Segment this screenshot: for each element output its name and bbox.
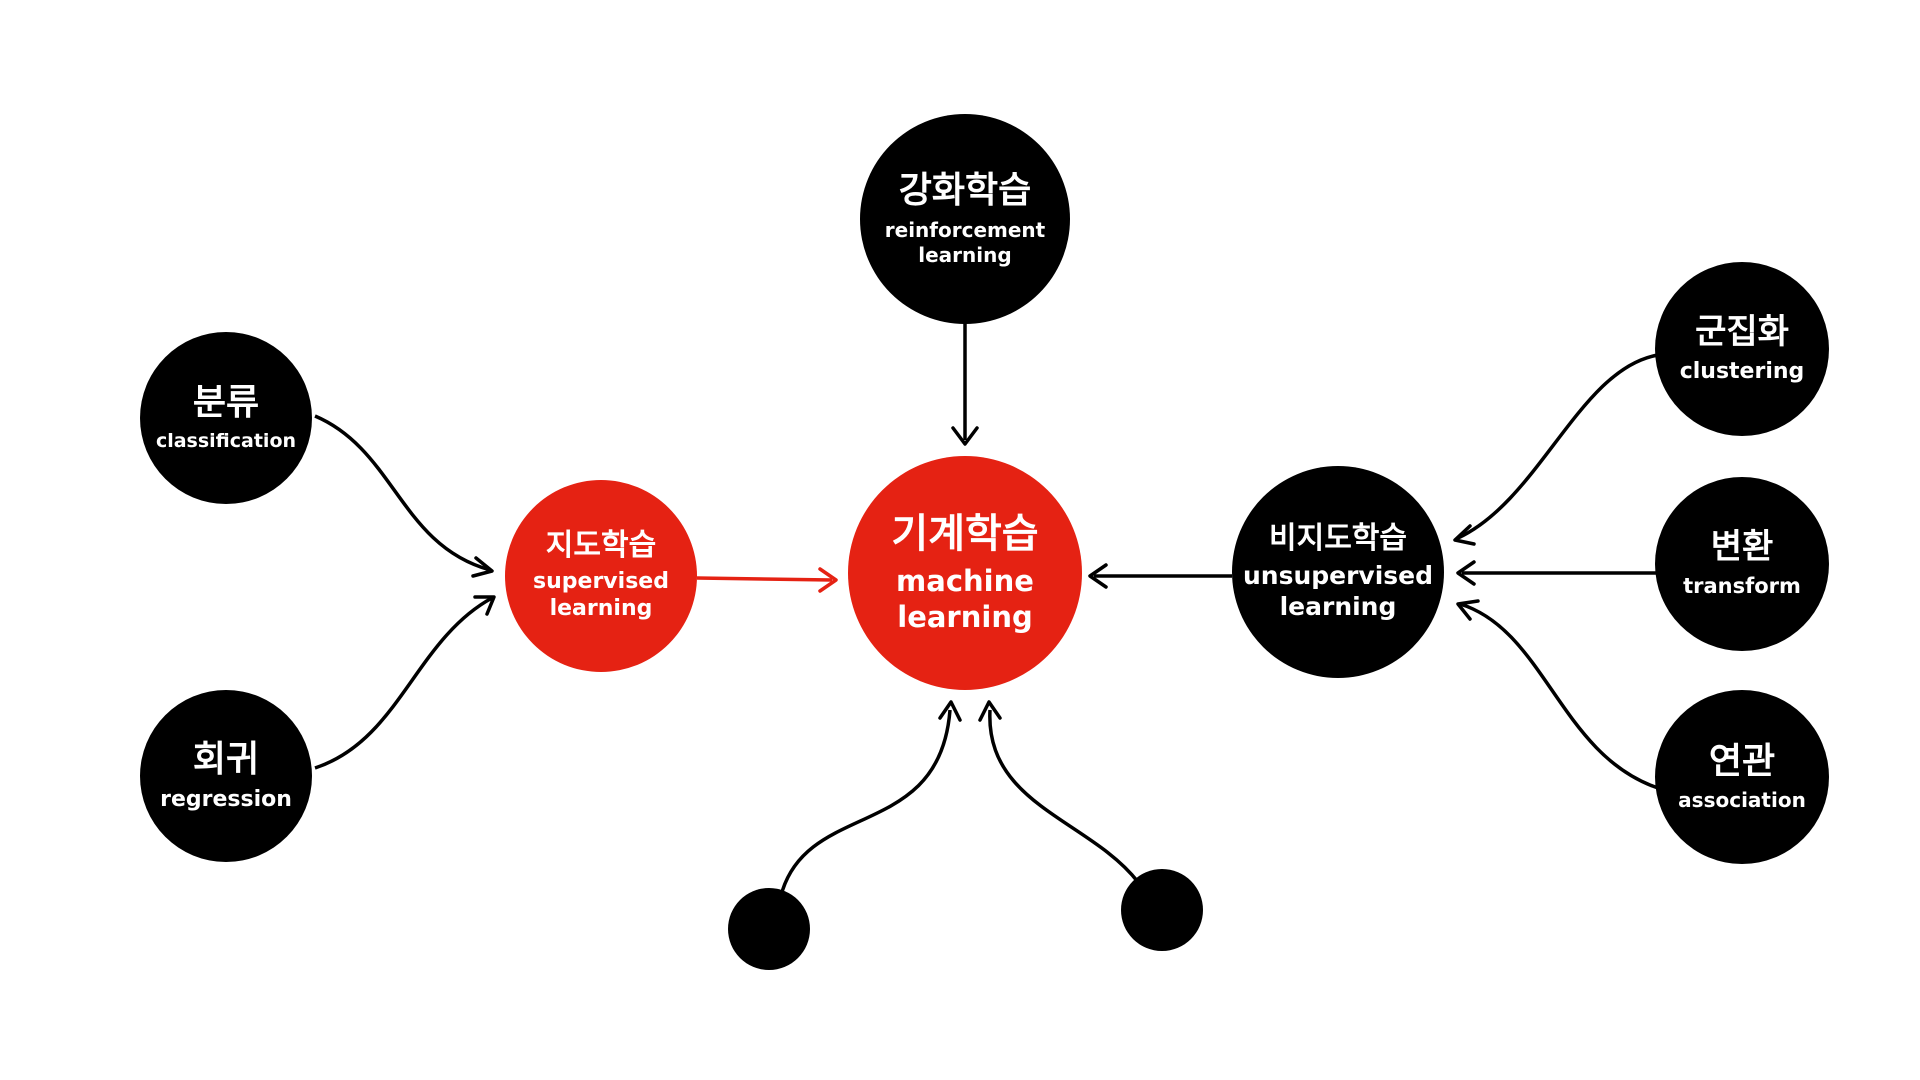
node-machine-learning-en: machine learning — [896, 563, 1034, 634]
node-reinforcement-ko: 강화학습 — [898, 170, 1032, 212]
node-classification: 분류 classification — [140, 332, 312, 504]
edge-bottom-right-to-ml — [978, 700, 1140, 884]
node-regression: 회귀 regression — [140, 690, 312, 862]
node-machine-learning: 기계학습 machine learning — [848, 456, 1082, 690]
node-unsupervised-ko: 비지도학습 — [1269, 520, 1407, 556]
edge-reinforcement-to-ml — [951, 322, 979, 446]
unlabeled-node-bottom-right — [1121, 869, 1203, 951]
node-clustering: 군집화 clustering — [1655, 262, 1829, 436]
node-reinforcement-en: reinforcement learning — [884, 217, 1046, 267]
unlabeled-node-bottom-left — [728, 888, 810, 970]
node-supervised-en: supervised learning — [533, 568, 669, 622]
edge-association-to-unsupervised — [1456, 599, 1659, 790]
node-association: 연관 association — [1655, 690, 1829, 864]
edge-unsupervised-to-ml — [1088, 563, 1232, 589]
node-regression-en: regression — [160, 786, 292, 812]
node-clustering-en: clustering — [1679, 358, 1805, 384]
edge-transform-to-unsupervised — [1456, 560, 1658, 586]
node-clustering-ko: 군집화 — [1695, 311, 1789, 352]
node-transform: 변환 transform — [1655, 477, 1829, 651]
node-association-en: association — [1678, 788, 1806, 813]
node-transform-en: transform — [1683, 574, 1801, 599]
node-transform-ko: 변환 — [1710, 527, 1774, 568]
node-classification-ko: 분류 — [192, 382, 260, 424]
edge-bottom-left-to-ml — [780, 700, 962, 893]
edge-classification-to-supervised — [314, 414, 494, 578]
node-unsupervised-en: unsupervised learning — [1242, 561, 1434, 622]
edge-supervised-to-ml — [696, 567, 838, 593]
edge-clustering-to-unsupervised — [1453, 353, 1659, 546]
node-reinforcement-learning: 강화학습 reinforcement learning — [860, 114, 1070, 324]
node-supervised-ko: 지도학습 — [545, 528, 657, 564]
node-classification-en: classification — [155, 429, 297, 452]
node-machine-learning-ko: 기계학습 — [891, 510, 1039, 557]
node-unsupervised-learning: 비지도학습 unsupervised learning — [1232, 466, 1444, 678]
node-regression-ko: 회귀 — [192, 738, 260, 780]
node-association-ko: 연관 — [1708, 740, 1776, 782]
edge-regression-to-supervised — [314, 595, 496, 770]
node-supervised-learning: 지도학습 supervised learning — [505, 480, 697, 672]
